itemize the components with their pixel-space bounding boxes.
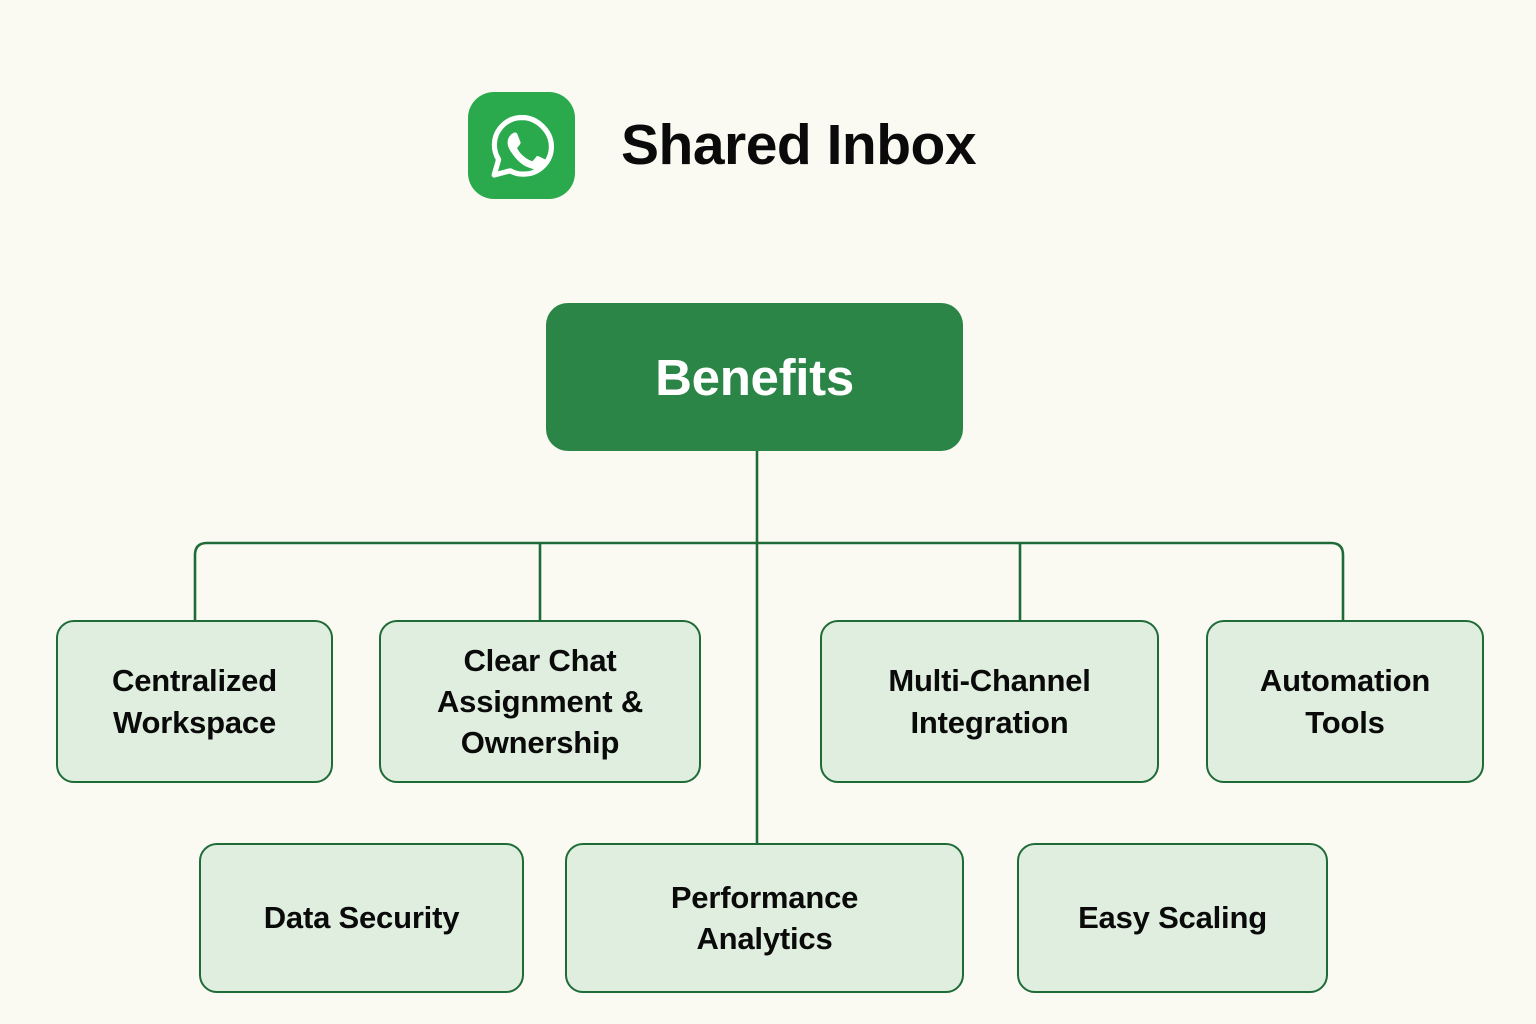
node-line: Integration: [910, 704, 1069, 740]
node-benefits-label: Benefits: [655, 348, 854, 406]
header: Shared Inbox: [468, 92, 977, 199]
node-line: Workspace: [112, 704, 277, 740]
node-performance-analytics[interactable]: Performance Analytics: [565, 843, 964, 993]
node-line: Clear Chat: [463, 642, 617, 678]
node-centralized-workspace[interactable]: Centralized Workspace: [56, 620, 333, 783]
node-benefits[interactable]: Benefits: [546, 303, 963, 451]
node-easy-scaling[interactable]: Easy Scaling: [1017, 843, 1328, 993]
node-line: Analytics: [696, 921, 833, 956]
node-multi-channel-integration[interactable]: Multi-Channel Integration: [820, 620, 1159, 783]
connector-bus: [193, 541, 1345, 620]
node-clear-chat-assignment-ownership[interactable]: Clear Chat Assignment & Ownership: [379, 620, 701, 783]
node-line: Data Security: [263, 900, 460, 936]
node-line: Centralized: [112, 663, 277, 699]
node-line: Assignment &: [436, 683, 644, 719]
node-line: Tools: [1305, 704, 1385, 740]
node-automation-tools[interactable]: Automation Tools: [1206, 620, 1484, 783]
node-line: Easy Scaling: [1078, 900, 1267, 936]
node-data-security[interactable]: Data Security: [199, 843, 524, 993]
node-line: Automation: [1259, 663, 1431, 699]
node-line: Multi-Channel: [888, 663, 1091, 699]
node-line: Performance: [670, 879, 859, 915]
page-title: Shared Inbox: [621, 113, 977, 177]
node-line: Ownership: [460, 725, 620, 761]
whatsapp-icon: [468, 92, 575, 199]
